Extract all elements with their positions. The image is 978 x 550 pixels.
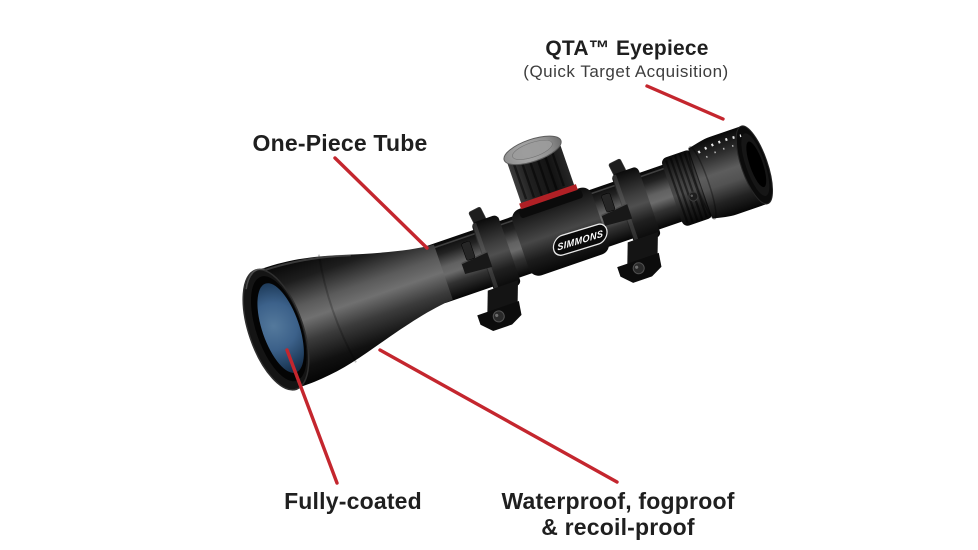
front-ring-clamp-post [461, 241, 476, 261]
power-ring [662, 150, 713, 226]
power-ring-lock-screw [688, 191, 699, 202]
waterproof-label: Waterproof, fogproof & recoil-proof [501, 488, 734, 540]
waterproof-label-line1: Waterproof, fogproof [501, 488, 735, 514]
callout-line-qta-eyepiece [645, 84, 725, 121]
riflescope-body: SIMMONS [242, 125, 774, 391]
callout-line-one-piece-tube [333, 156, 429, 250]
rear-ring-clamp-post [601, 192, 616, 213]
callout-line-waterproof [378, 348, 619, 484]
turret-red-ring [519, 184, 579, 211]
callout-line-fully-coated [285, 348, 339, 485]
rear-scope-ring-mount [601, 158, 662, 283]
lens-glass [257, 283, 304, 373]
one-piece-tube-label: One-Piece Tube [252, 130, 428, 156]
fully-coated-label: Fully-coated [284, 488, 422, 514]
callout-lines [285, 84, 725, 485]
front-ring-clamp-plate [461, 251, 493, 275]
qta-eyepiece-sublabel: (Quick Target Acquisition) [523, 62, 729, 81]
rear-ring-bolt [632, 262, 645, 275]
front-scope-ring-mount [461, 207, 522, 332]
power-ring-knurling [665, 151, 713, 224]
elevation-turret [503, 135, 583, 218]
eyepiece [688, 125, 774, 220]
front-ring-bolt [492, 310, 505, 323]
qta-eyepiece-label: QTA™ Eyepiece [545, 37, 709, 60]
magnification-scale-ticks [697, 134, 742, 158]
waterproof-label-line2: & recoil-proof [541, 514, 695, 540]
rear-ring-clamp-plate [601, 203, 633, 226]
